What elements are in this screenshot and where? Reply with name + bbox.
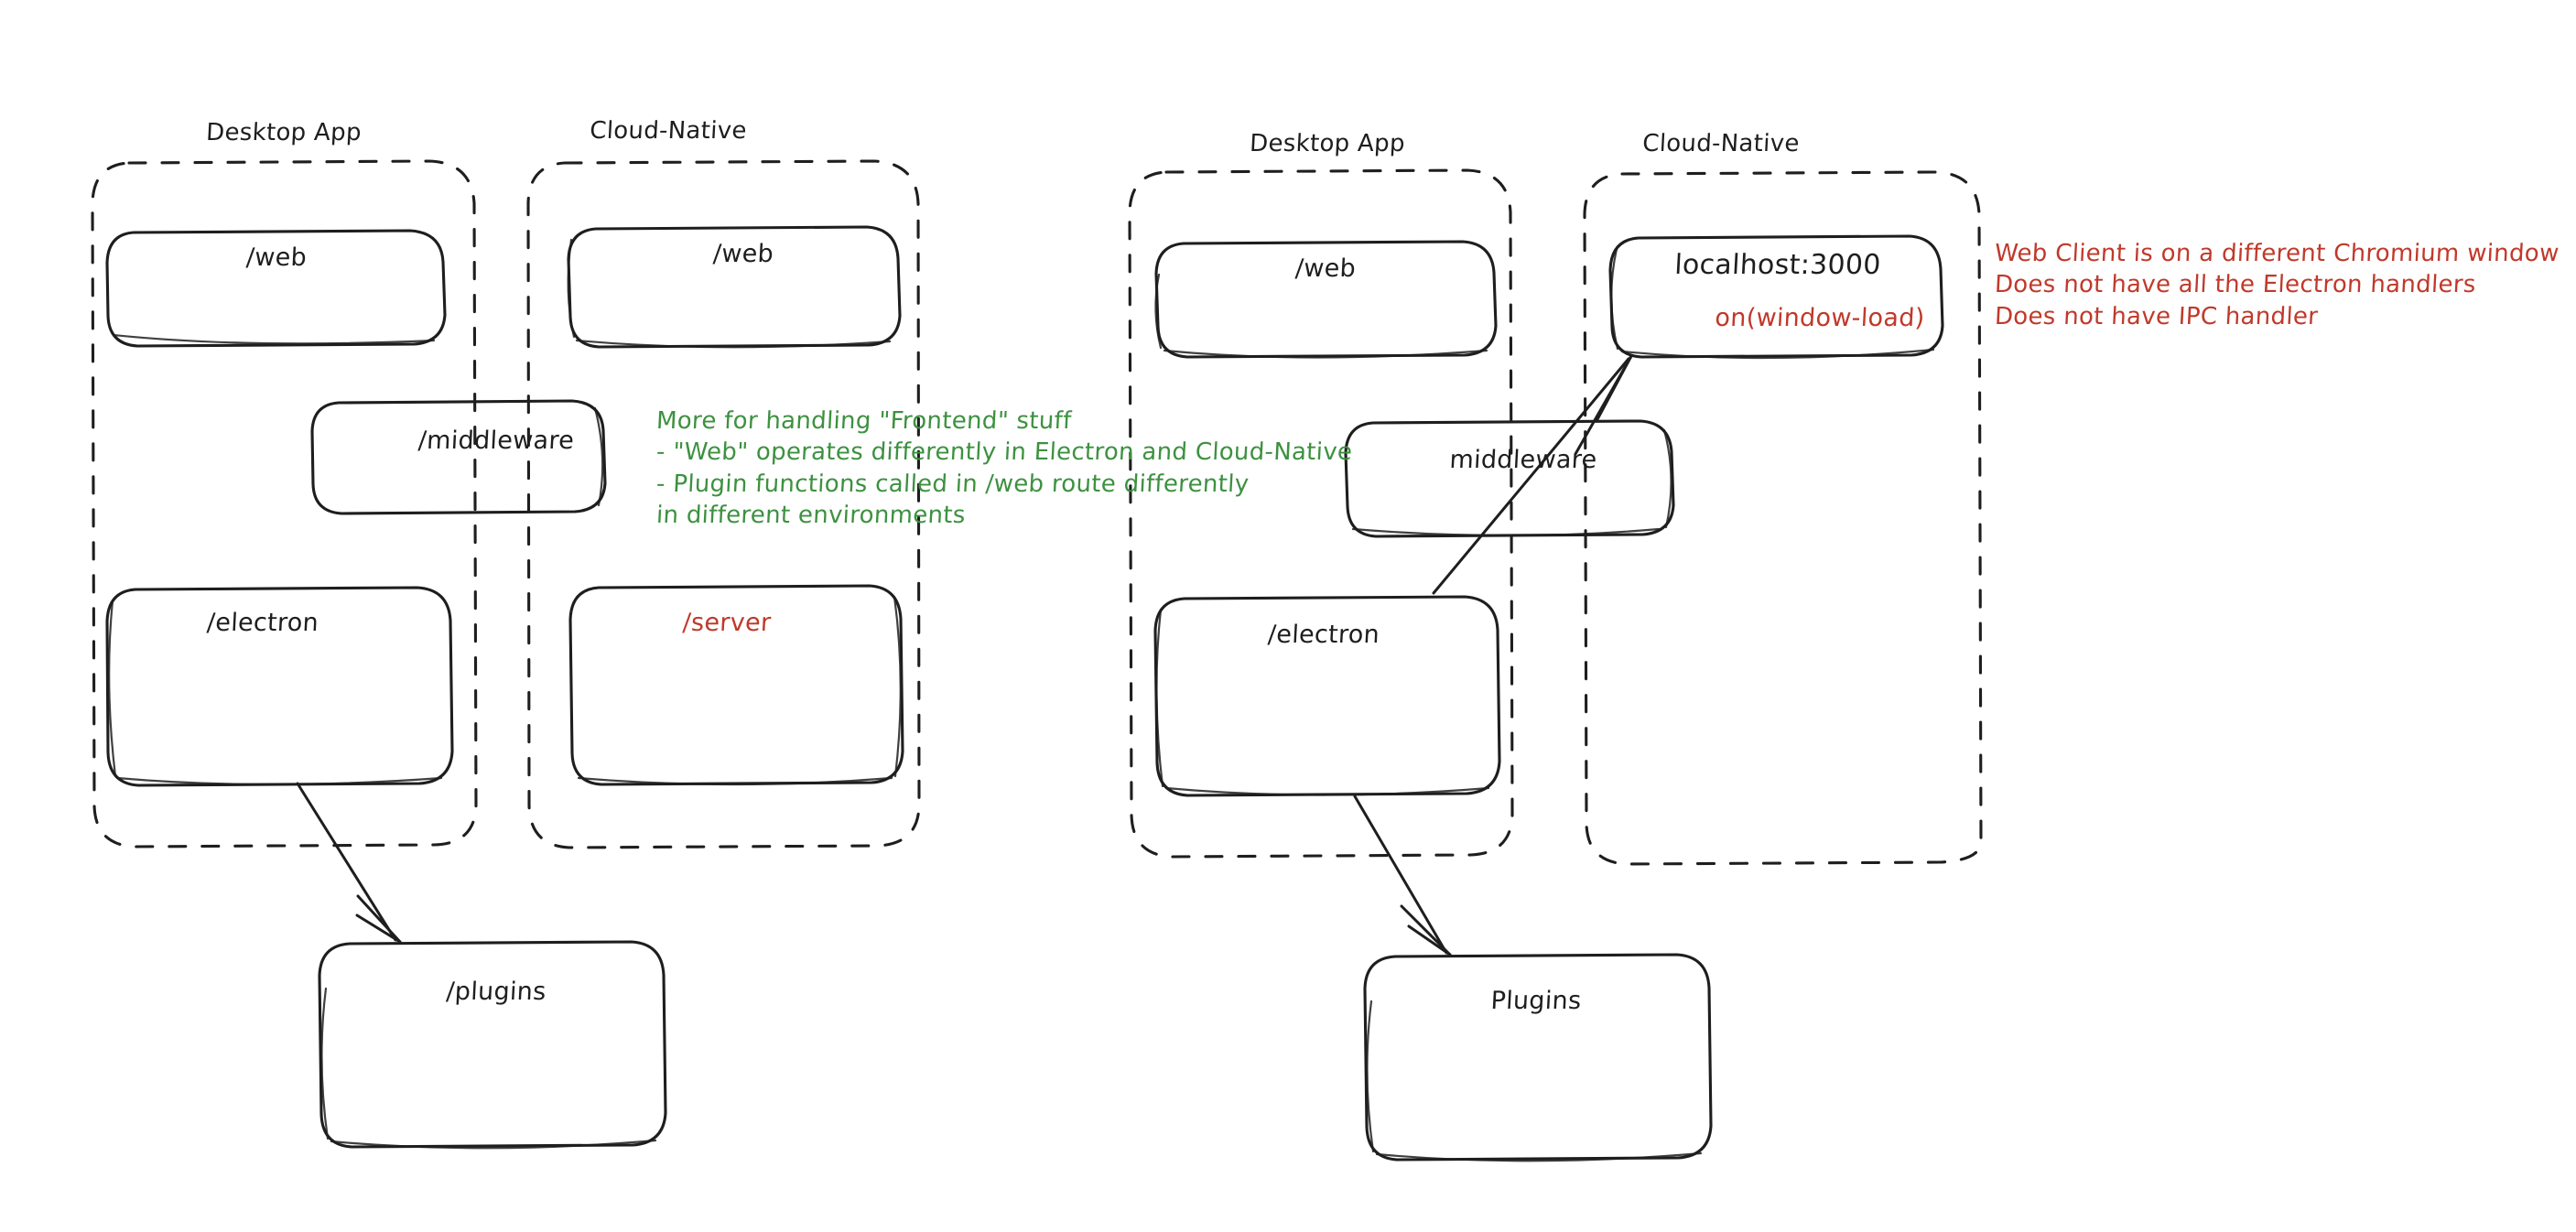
right-group-label-cloud-native: Cloud-Native: [1641, 130, 1801, 157]
right-node-desktop-web-box: [1154, 240, 1498, 359]
right-arrow-electron-to-localhost: [1432, 354, 1633, 595]
left-node-label-cloud-web[interactable]: /web: [712, 240, 774, 268]
left-group-desktop-app-outline: [91, 159, 478, 848]
left-node-server-box: [568, 584, 904, 786]
right-group-desktop-app-outline: [1128, 168, 1514, 859]
right-node-middleware-box: [1344, 419, 1675, 538]
left-node-label-desktop-web[interactable]: /web: [245, 243, 308, 272]
green-note-line-3: - Plugin functions called in /web route …: [655, 470, 1250, 498]
red-note-line-3: Does not have IPC handler: [1994, 302, 2320, 330]
right-node-label-electron[interactable]: /electron: [1267, 621, 1380, 649]
green-note-line-1: More for handling "Frontend" stuff: [655, 407, 1073, 435]
green-note-line-4: in different environments: [655, 501, 967, 529]
red-annotation-note: Web Client is on a different Chromium wi…: [1994, 238, 2560, 332]
right-group-cloud-native-outline: [1583, 170, 1983, 866]
right-node-label-localhost-sublabel: on(window-load): [1714, 304, 1926, 332]
green-note-line-2: - "Web" operates differently in Electron…: [655, 438, 1354, 467]
right-node-electron-box: [1153, 595, 1501, 797]
right-node-label-middleware[interactable]: middleware: [1448, 446, 1598, 474]
red-note-line-2: Does not have all the Electron handlers: [1994, 271, 2477, 299]
right-group-label-desktop-app: Desktop App: [1249, 130, 1406, 157]
left-node-desktop-web-box: [105, 229, 447, 348]
left-node-middleware-box: [310, 399, 607, 515]
right-node-plugins-box: [1363, 953, 1713, 1162]
left-node-plugins-box: [318, 940, 667, 1150]
red-note-line-1: Web Client is on a different Chromium wi…: [1994, 240, 2560, 267]
left-group-label-desktop-app: Desktop App: [205, 119, 363, 146]
right-arrow-electron-to-plugins: [1353, 794, 1452, 956]
green-annotation-note: More for handling "Frontend" stuff - "We…: [655, 405, 1354, 531]
left-node-electron-box: [105, 586, 454, 787]
right-node-label-localhost[interactable]: localhost:3000: [1673, 249, 1882, 281]
right-node-localhost-box: [1608, 234, 1944, 360]
left-node-label-server[interactable]: /server: [681, 609, 773, 637]
right-node-label-desktop-web[interactable]: /web: [1294, 254, 1357, 283]
left-arrow-electron-to-plugins: [296, 782, 402, 944]
right-node-label-plugins[interactable]: Plugins: [1489, 987, 1583, 1015]
left-node-label-electron[interactable]: /electron: [206, 609, 319, 637]
left-node-label-middleware[interactable]: /middleware: [417, 427, 575, 455]
left-node-cloud-web-box: [567, 225, 902, 349]
left-group-label-cloud-native: Cloud-Native: [589, 117, 748, 145]
left-node-label-plugins[interactable]: /plugins: [445, 978, 547, 1006]
